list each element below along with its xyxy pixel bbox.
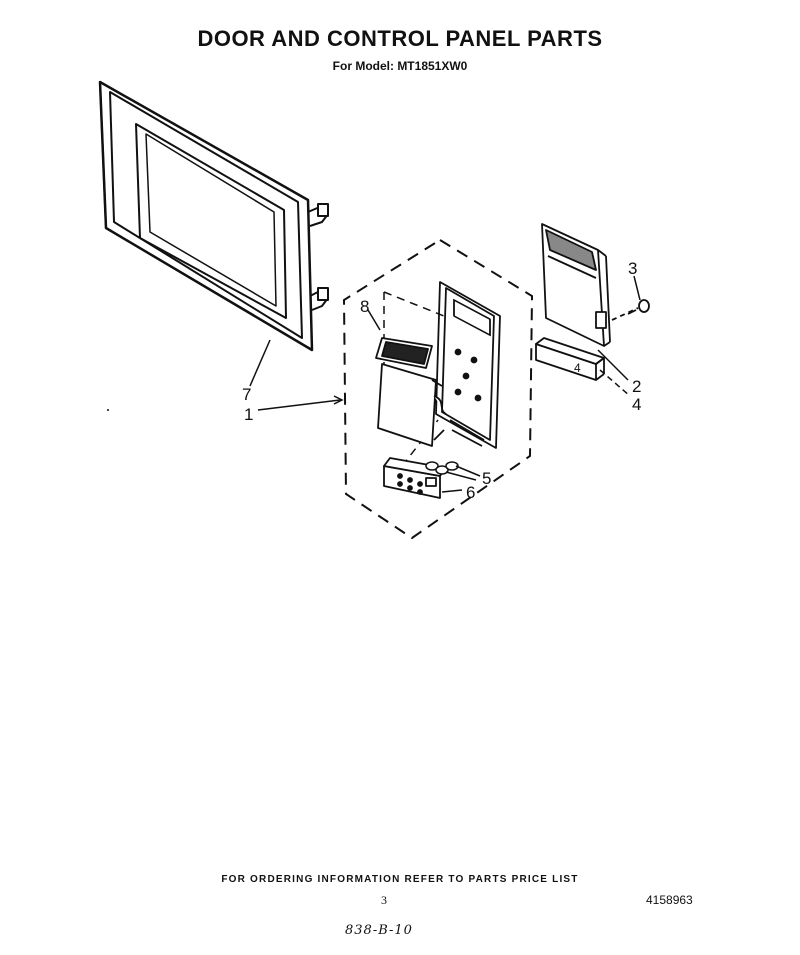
circuit-board [377, 363, 447, 447]
model-subtitle: For Model: MT1851XW0 [332, 59, 468, 73]
page-title: DOOR AND CONTROL PANEL PARTS [197, 26, 603, 51]
button-set [425, 461, 459, 475]
keypad-module [383, 457, 447, 499]
callout-4: 4 [632, 395, 641, 414]
control-panel-housing [435, 281, 501, 449]
label-plate-marking: 4 [574, 361, 581, 375]
callout-2: 2 [632, 377, 641, 396]
control-panel-group-boundary [342, 238, 534, 540]
callout-1: 1 [244, 405, 253, 424]
callout-7: 7 [242, 385, 251, 404]
display-window [375, 337, 433, 369]
callout-6: 6 [466, 483, 475, 502]
callout-5: 5 [482, 469, 491, 488]
callout-3: 3 [628, 259, 637, 278]
control-board [541, 223, 611, 347]
callout-8: 8 [360, 297, 369, 316]
label-plate: 4 [535, 337, 605, 381]
screw [611, 299, 650, 321]
page-number: 3 [381, 893, 387, 907]
handwritten-note: 838-B-10 [345, 923, 413, 938]
door-assembly [98, 80, 329, 352]
ordering-footer: FOR ORDERING INFORMATION REFER TO PARTS … [221, 874, 579, 885]
document-number: 4158963 [646, 893, 693, 907]
